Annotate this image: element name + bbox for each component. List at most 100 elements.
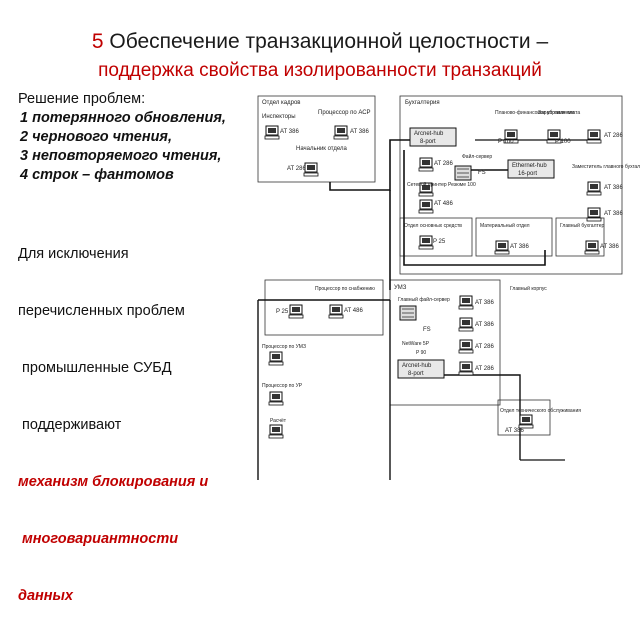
diagram-label: AT 386: [604, 211, 623, 217]
dept-box-depreciation: [399, 217, 473, 257]
exclusion-line: поддерживают: [18, 417, 122, 433]
keyboard-icon: [458, 371, 474, 376]
keyboard-icon: [458, 349, 474, 354]
dept-label-depreciation: Отдел основных средств: [404, 223, 462, 229]
label-network-printer: Сетевой принтер: [407, 181, 447, 188]
keyboard-icon: [418, 167, 434, 172]
label-processor-umz: Процессор по УМЗ: [262, 344, 306, 350]
slide-title: 5 Обеспечение транзакционной целостности…: [0, 30, 640, 54]
slide-title-number: 5: [91, 30, 104, 53]
dept-label-main-cashier: Главный бухгалтер: [560, 222, 604, 229]
computer-screen-icon: [272, 427, 280, 432]
label-p90: P 90: [416, 350, 426, 356]
slide-subtitle: поддержка свойства изолированности транз…: [98, 60, 542, 81]
hub-ports-label: 8-port: [408, 371, 424, 377]
computer-screen-icon: [462, 342, 470, 347]
label-processor-ur: Процессор по УР: [262, 383, 303, 389]
label-fs: FS: [478, 170, 486, 176]
label-rasch: Расчёт: [270, 418, 287, 424]
diagram-label: P 100: [555, 139, 571, 145]
computer-screen-icon: [590, 132, 598, 137]
label-resume: Резюме 100: [448, 182, 476, 188]
computer-screen-icon: [462, 320, 470, 325]
label-personnel-head: Начальник отдела: [296, 146, 347, 152]
dept-label-material: Материальный отдел: [480, 222, 530, 229]
hub-ports-label: 8-port: [420, 139, 436, 145]
problem-item: 4 строк – фантомов: [20, 167, 174, 183]
diagram-label: AT 486: [434, 201, 453, 207]
computer-screen-icon: [422, 238, 430, 243]
label-asr-processor: Процессор по АСР: [318, 110, 371, 116]
dept-label-data-center: Отдел технического обслуживания: [500, 408, 581, 414]
slide-title-text: Обеспечение транзакционной целостности –: [109, 30, 549, 53]
label-fs-umz: FS: [423, 327, 431, 333]
dept-label-umz: УМЗ: [394, 285, 407, 291]
computer-screen-icon: [588, 243, 596, 248]
keyboard-icon: [268, 361, 284, 366]
computer-screen-icon: [550, 132, 558, 137]
arcnet-hub-accounting: [409, 127, 457, 147]
computer-screen-icon: [462, 364, 470, 369]
mechanism-line: многовариантности: [18, 531, 179, 547]
diagram-label: AT 286: [434, 161, 453, 167]
keyboard-icon: [264, 135, 280, 140]
keyboard-icon: [303, 172, 319, 177]
dept-label-accounting: Бухгалтерия: [405, 100, 440, 106]
problem-item: 2 чернового чтения,: [20, 129, 173, 145]
keyboard-icon: [418, 245, 434, 250]
diagram-label: AT 386: [505, 428, 524, 434]
dept-label-procurement: Процессор по снабжению: [315, 286, 375, 292]
label-at286: AT 286: [287, 166, 306, 172]
dept-box-data-center: [497, 399, 551, 436]
keyboard-icon: [494, 250, 510, 255]
label-at386: AT 386: [280, 129, 299, 135]
keyboard-icon: [333, 135, 349, 140]
problems-heading: Решение проблем:: [18, 91, 146, 107]
label-main-file-server: Главный файл-сервер: [398, 296, 450, 303]
keyboard-icon: [586, 217, 602, 222]
computer-screen-icon: [272, 394, 280, 399]
diagram-label: AT 486: [344, 308, 363, 314]
computer-screen-icon: [522, 417, 530, 422]
computer-screen-icon: [422, 160, 430, 165]
computer-screen-icon: [422, 202, 430, 207]
hub-label: Arcnet-hub: [414, 131, 444, 137]
cable-umz-hub: [420, 374, 521, 460]
keyboard-icon: [458, 305, 474, 310]
keyboard-icon: [458, 327, 474, 332]
keyboard-icon: [288, 314, 304, 319]
keyboard-icon: [503, 139, 519, 144]
dept-label-staff: Отдел кадров: [262, 100, 300, 106]
computer-screen-icon: [422, 185, 430, 190]
keyboard-icon: [546, 139, 562, 144]
dept-box-main-cashier: [555, 217, 605, 257]
dept-box-material: [475, 217, 553, 257]
keyboard-icon: [584, 250, 600, 255]
diagram-label: AT 386: [600, 244, 619, 250]
diagram-label: AT 386: [475, 322, 494, 328]
keyboard-icon: [586, 191, 602, 196]
label-file-server: Файл-сервер: [462, 153, 492, 160]
problem-item: 1 потерянного обновления,: [20, 110, 226, 126]
hub-label: Arcnet-hub: [402, 363, 432, 369]
diagram-label: AT 286: [604, 133, 623, 139]
dept-label-payroll: Заработная плата: [538, 110, 580, 116]
arcnet-hub-umz: [397, 359, 445, 379]
dept-label-main-building: Главный корпус: [510, 285, 547, 292]
keyboard-icon: [268, 434, 284, 439]
keyboard-icon: [586, 139, 602, 144]
keyboard-icon: [418, 192, 434, 197]
diagram-label: P 100: [498, 139, 514, 145]
computer-screen-icon: [307, 165, 315, 170]
hub-label: Ethernet-hub: [512, 163, 547, 169]
computer-screen-icon: [268, 128, 276, 133]
exclusion-line: промышленные СУБД: [18, 360, 172, 376]
keyboard-icon: [328, 314, 344, 319]
computer-screen-icon: [590, 184, 598, 189]
diagram-label: AT 386: [604, 185, 623, 191]
dept-box-procurement: [264, 279, 384, 336]
label-p25-umz: P 25: [276, 309, 289, 315]
computer-screen-icon: [272, 354, 280, 359]
diagram-label: AT 386: [510, 244, 529, 250]
